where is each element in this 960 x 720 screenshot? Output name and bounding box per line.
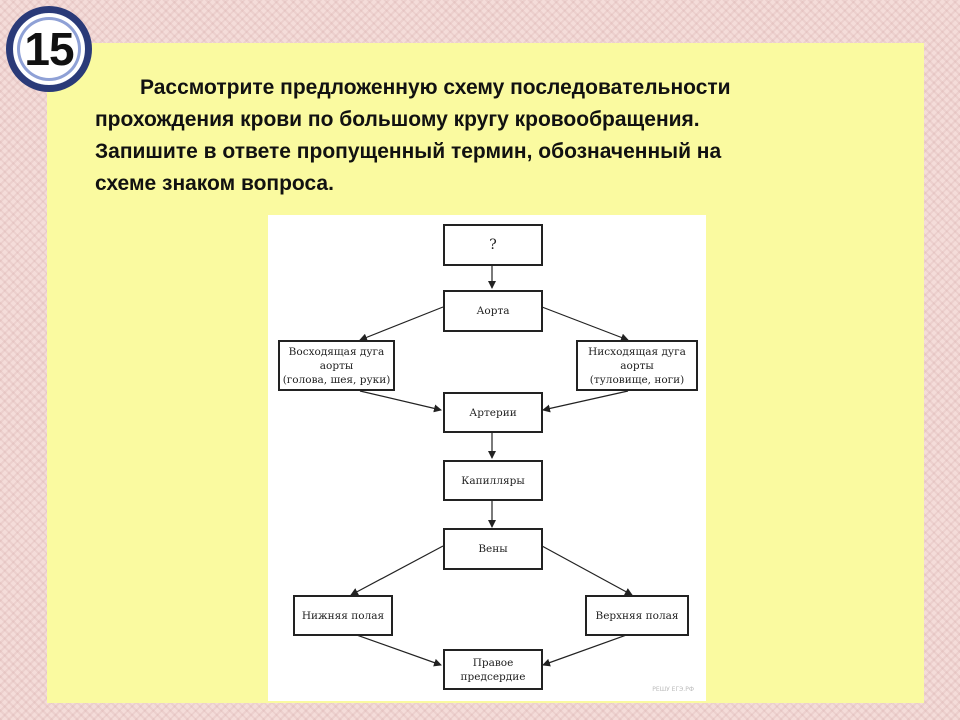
arrow-descending-to-arteries xyxy=(542,390,629,413)
question-line-2: прохождения крови по большому кругу кров… xyxy=(95,108,700,131)
node-upper-label: Верхняя полая xyxy=(595,609,679,622)
arrow-aorta-to-descending xyxy=(541,306,629,342)
node-ascending-line-3: (голова, шея, руки) xyxy=(282,373,391,386)
question-line-1: Рассмотрите предложенную схему последова… xyxy=(140,76,731,99)
slide-number-badge: 15 xyxy=(6,6,92,92)
watermark: РЕШУ ЕГЭ.РФ xyxy=(652,686,694,693)
node-arteries-label: Артерии xyxy=(469,406,517,419)
node-unknown: ? xyxy=(443,224,543,266)
node-lower-label: Нижняя полая xyxy=(301,609,385,622)
slide-number: 15 xyxy=(24,23,74,75)
node-aorta: Аорта xyxy=(443,290,543,332)
arrow-veins-to-upper xyxy=(541,545,633,596)
node-ascending-line-2: аорты xyxy=(319,359,354,372)
diagram-arrows xyxy=(350,266,633,667)
node-aorta-label: Аорта xyxy=(476,305,510,317)
node-unknown-label: ? xyxy=(489,237,497,253)
node-lower-vena-cava: Нижняя полая xyxy=(293,595,393,636)
node-descending-aorta: Нисходящая дуга аорты (туловище, ноги) xyxy=(576,340,698,391)
question-line-3: Запишите в ответе пропущенный термин, об… xyxy=(95,140,722,163)
circulation-diagram: ? Аорта Восходящая дуга аорты (голова, ш… xyxy=(268,215,706,701)
node-arteries: Артерии xyxy=(443,392,543,433)
node-ascending-line-1: Восходящая дуга xyxy=(288,345,385,358)
node-upper-vena-cava: Верхняя полая xyxy=(585,595,689,636)
node-veins-label: Вены xyxy=(478,543,508,555)
question-text: Рассмотрите предложенную схему последова… xyxy=(95,72,895,200)
node-atrium-line-1: Правое xyxy=(472,656,514,669)
arrow-ascending-to-arteries xyxy=(359,390,442,413)
question-line-4: схеме знаком вопроса. xyxy=(95,172,334,195)
node-descending-line-1: Нисходящая дуга xyxy=(588,345,686,358)
arrow-lower-to-atrium xyxy=(350,632,442,667)
arrow-upper-to-atrium xyxy=(542,632,633,667)
node-descending-line-2: аорты xyxy=(620,359,654,372)
node-capillaries: Капилляры xyxy=(443,460,543,501)
node-veins: Вены xyxy=(443,528,543,570)
node-ascending-aorta: Восходящая дуга аорты (голова, шея, руки… xyxy=(278,340,395,391)
node-capillaries-label: Капилляры xyxy=(461,474,525,487)
arrow-aorta-to-ascending xyxy=(359,306,444,342)
node-descending-line-3: (туловище, ноги) xyxy=(589,373,685,386)
arrow-veins-to-lower xyxy=(350,545,444,596)
node-atrium-line-2: предсердие xyxy=(460,670,526,683)
node-right-atrium: Правое предсердие xyxy=(443,649,543,690)
